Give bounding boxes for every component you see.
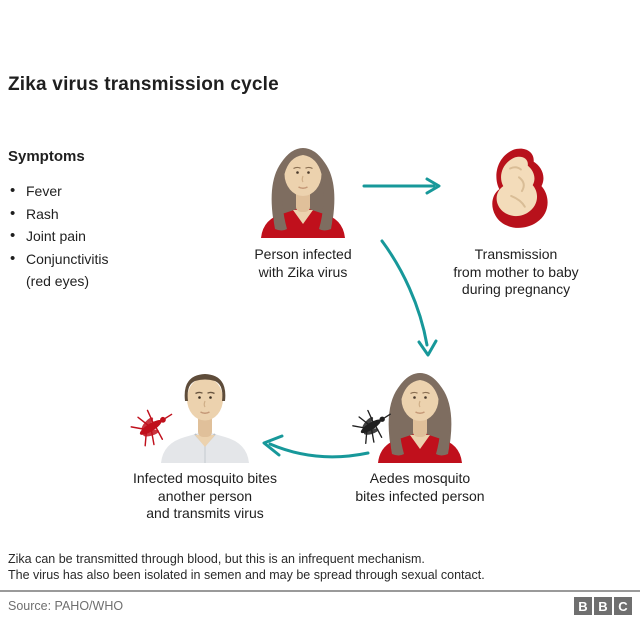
woman-illustration bbox=[370, 363, 470, 463]
bbc-logo-block: B bbox=[594, 597, 612, 615]
mother-to-baby-label: Transmission from mother to baby during … bbox=[453, 246, 579, 297]
aedes-bites-label: Aedes mosquito bites infected person bbox=[355, 470, 485, 504]
symptom-item: Fever bbox=[8, 180, 198, 203]
footnote-line: The virus has also been isolated in seme… bbox=[8, 568, 485, 582]
bbc-logo: B B C bbox=[574, 597, 632, 615]
symptom-item: Joint pain bbox=[8, 225, 198, 248]
symptoms-heading: Symptoms bbox=[8, 148, 85, 165]
mosquito-transmits-label: Infected mosquito bites another person a… bbox=[133, 470, 277, 521]
black-mosquito-icon bbox=[348, 399, 398, 451]
divider-line bbox=[0, 590, 640, 592]
footnote: Zika can be transmitted through blood, b… bbox=[8, 551, 485, 583]
symptom-item: Rash bbox=[8, 203, 198, 226]
source-credit: Source: PAHO/WHO bbox=[8, 599, 124, 613]
page-title: Zika virus transmission cycle bbox=[8, 74, 279, 95]
bbc-logo-block: B bbox=[574, 597, 592, 615]
fetus-womb-illustration bbox=[468, 140, 566, 248]
man-illustration bbox=[155, 363, 255, 463]
red-mosquito-icon bbox=[126, 398, 180, 454]
arrow-right-icon bbox=[362, 177, 441, 195]
symptoms-list: Fever Rash Joint pain Conjunctivitis (re… bbox=[8, 180, 198, 293]
symptom-item: Conjunctivitis (red eyes) bbox=[8, 248, 198, 293]
infected-person-label: Person infected with Zika virus bbox=[254, 246, 352, 280]
footnote-line: Zika can be transmitted through blood, b… bbox=[8, 552, 425, 566]
woman-illustration bbox=[253, 138, 353, 238]
bbc-logo-block: C bbox=[614, 597, 632, 615]
